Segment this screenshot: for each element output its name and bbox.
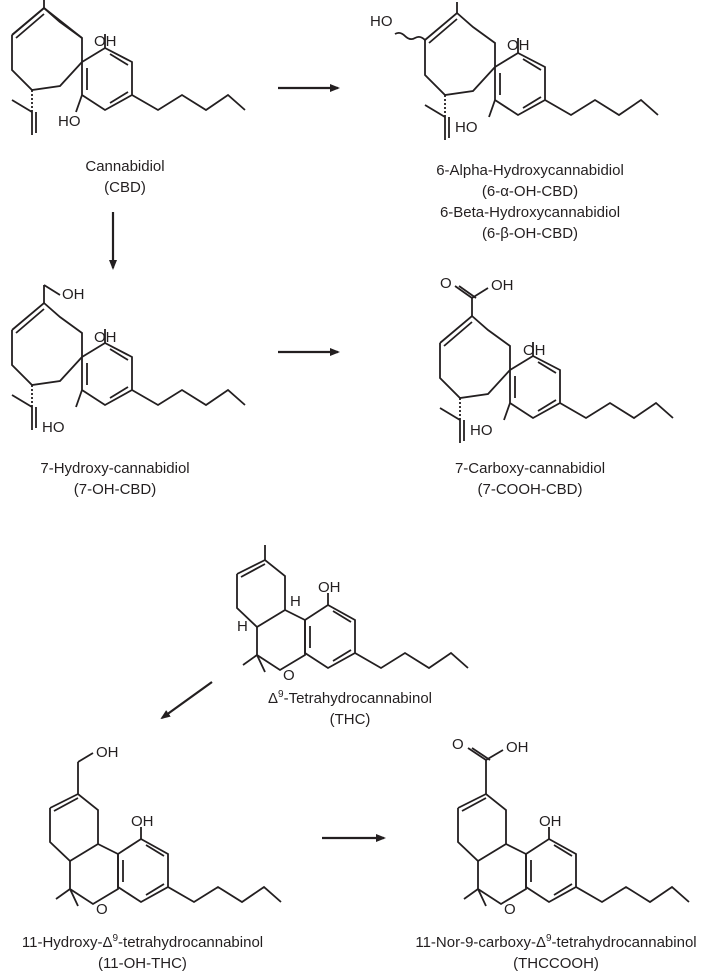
oh7-ho-bottom: HO bbox=[42, 419, 65, 436]
ohthc-abbr: (11-OH-THC) bbox=[98, 955, 187, 972]
thccooh-name: 11-Nor-9-carboxy-Δ9-tetrahydrocannabinol bbox=[415, 933, 697, 951]
ohthc-structure bbox=[49, 752, 282, 907]
cbd-name: Cannabidiol bbox=[85, 158, 165, 175]
thc-abbr: (THC) bbox=[329, 711, 371, 728]
cbd-ho-bottom: HO bbox=[58, 113, 81, 130]
thc-label: Δ9-Tetrahydrocannabinol (THC) bbox=[240, 684, 460, 730]
cbd-oh-top: OH bbox=[94, 33, 117, 50]
cooh7-label: 7-Carboxy-cannabidiol (7-COOH-CBD) bbox=[430, 458, 630, 500]
cooh7-abbr: (7-COOH-CBD) bbox=[477, 481, 583, 498]
thc-h-lower: H bbox=[237, 618, 248, 635]
oh6-label: 6-Alpha-Hydroxycannabidiol (6-α-OH-CBD) … bbox=[400, 160, 660, 244]
oh7-name: 7-Hydroxy-cannabidiol bbox=[40, 460, 190, 477]
oh7-cbd-structure bbox=[11, 284, 246, 430]
oh6-cbd-structure bbox=[394, 2, 659, 140]
thccooh-abbr: (THCCOOH) bbox=[513, 955, 599, 972]
cbd-abbr: (CBD) bbox=[104, 179, 146, 196]
oh6-name-beta: 6-Beta-Hydroxycannabidiol bbox=[439, 204, 621, 221]
thc-oh: OH bbox=[318, 579, 341, 596]
arrow-thc-to-11oh bbox=[160, 681, 213, 720]
ohthc-name: 11-Hydroxy-Δ9-tetrahydrocannabinol bbox=[21, 933, 264, 951]
cooh7-name: 7-Carboxy-cannabidiol bbox=[454, 460, 606, 477]
thc-h-upper: H bbox=[290, 593, 301, 610]
ohthc-oh-side: OH bbox=[96, 744, 119, 761]
oh7-label: 7-Hydroxy-cannabidiol (7-OH-CBD) bbox=[20, 458, 210, 500]
oh6-abbr-beta: (6-β-OH-CBD) bbox=[481, 225, 579, 242]
thc-structure bbox=[236, 545, 469, 673]
cooh7-oh-acid: OH bbox=[491, 277, 514, 294]
oh7-oh-top: OH bbox=[94, 329, 117, 346]
oh6-ho-bottom: HO bbox=[455, 119, 478, 136]
oh6-ho-left: HO bbox=[370, 13, 393, 30]
thccooh-oh-acid: OH bbox=[506, 739, 529, 756]
oh6-name-alpha: 6-Alpha-Hydroxycannabidiol bbox=[436, 162, 624, 179]
thccooh-o: O bbox=[452, 736, 464, 753]
oh7-oh-side: OH bbox=[62, 286, 85, 303]
thccooh-label: 11-Nor-9-carboxy-Δ9-tetrahydrocannabinol… bbox=[392, 928, 720, 974]
thc-name: Δ9-Tetrahydrocannabinol bbox=[267, 689, 433, 707]
ohthc-o: O bbox=[96, 901, 108, 918]
oh7-abbr: (7-OH-CBD) bbox=[73, 481, 157, 498]
oh6-abbr-alpha: (6-α-OH-CBD) bbox=[481, 183, 579, 200]
cbd-structure bbox=[11, 0, 246, 135]
ohthc-oh: OH bbox=[131, 813, 154, 830]
ohthc-label: 11-Hydroxy-Δ9-tetrahydrocannabinol (11-O… bbox=[0, 928, 285, 974]
thccooh-structure bbox=[457, 747, 690, 907]
thccooh-oh: OH bbox=[539, 813, 562, 830]
cooh7-cbd-structure bbox=[439, 285, 674, 443]
cooh7-ho-bottom: HO bbox=[470, 422, 493, 439]
thc-o: O bbox=[283, 667, 295, 684]
thccooh-ring-o: O bbox=[504, 901, 516, 918]
cbd-label: Cannabidiol (CBD) bbox=[60, 156, 190, 198]
cooh7-oh-top: OH bbox=[523, 342, 546, 359]
oh6-oh-top: OH bbox=[507, 37, 530, 54]
cooh7-o: O bbox=[440, 275, 452, 292]
